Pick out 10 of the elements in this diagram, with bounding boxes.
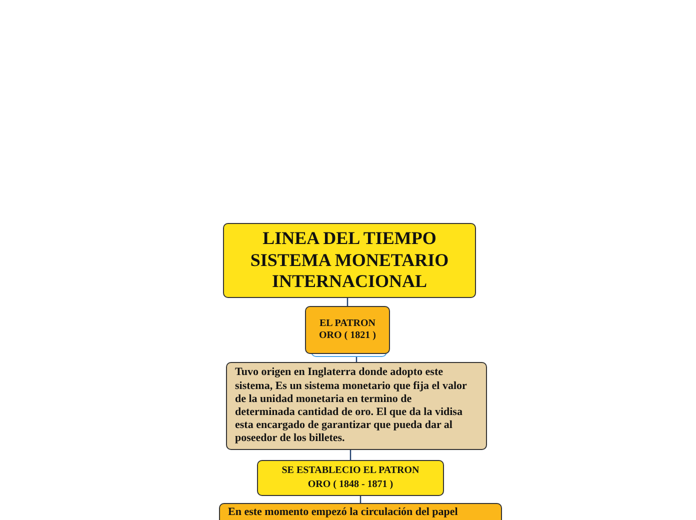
connector-line	[350, 450, 352, 460]
note-box	[226, 362, 487, 450]
title-box	[223, 223, 476, 298]
box-text: En este momento empezó la circulación del papel	[228, 506, 458, 520]
event-box	[257, 460, 444, 496]
box-text: LINEA DEL TIEMPO SISTEMA MONETARIO INTERNACIONAL	[249, 228, 450, 293]
topic-box	[305, 306, 390, 354]
box-text: Tuvo origen en Inglaterra donde adopto este sistema, Es un sistema monetario que fija el valor de la unidad monetaria en termino de determinada cantidad de oro. El que da la vidisa esta encargado de garantizar que pueda dar al poseedor de los billetes.	[235, 366, 468, 446]
box-text: EL PATRON ORO ( 1821 )	[318, 318, 377, 342]
box-text: SE ESTABLECIO EL PATRON ORO ( 1848 - 1871 )	[280, 464, 420, 492]
